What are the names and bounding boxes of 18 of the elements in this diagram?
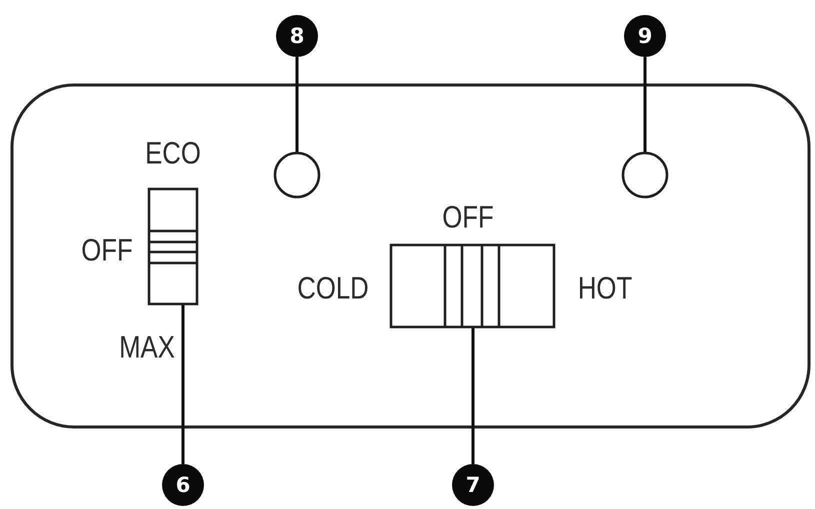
callout-number: 6 xyxy=(162,464,204,506)
leader-line xyxy=(182,304,184,464)
slide-switch xyxy=(389,243,556,329)
position-label: COLD xyxy=(297,272,369,304)
leader-line xyxy=(472,327,474,464)
position-label: MAX xyxy=(119,332,175,362)
position-label: HOT xyxy=(578,272,632,304)
position-label: OFF xyxy=(442,202,494,232)
leader-line xyxy=(644,57,646,153)
indicator-light xyxy=(273,151,321,199)
rocker-switch xyxy=(147,187,199,306)
indicator-light xyxy=(621,151,669,199)
position-label: ECO xyxy=(145,138,201,168)
callout-number: 9 xyxy=(624,15,666,57)
leader-line xyxy=(296,57,298,153)
callout-number: 8 xyxy=(276,15,318,57)
callout-number: 7 xyxy=(452,464,494,506)
position-label: OFF xyxy=(81,234,133,266)
